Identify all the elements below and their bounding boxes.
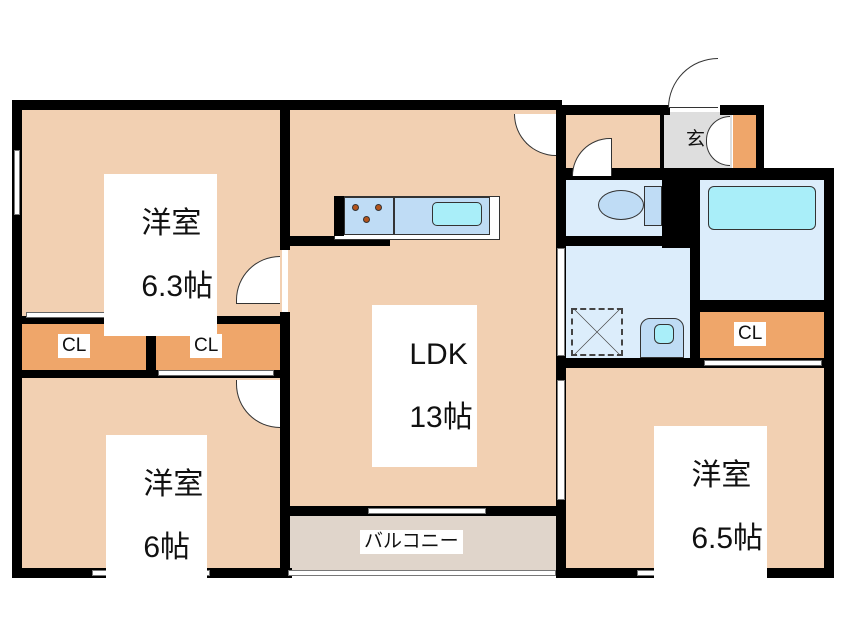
- room-size: 6帖: [143, 530, 191, 564]
- sliding-door: [557, 380, 565, 500]
- wall: [756, 105, 764, 175]
- entrance-label: 玄: [686, 129, 706, 150]
- wall: [690, 236, 700, 368]
- kitchen-wall: [334, 196, 344, 236]
- room-name: 洋室: [691, 458, 752, 492]
- wall: [146, 316, 156, 376]
- burner-icon: [375, 204, 382, 211]
- wall: [700, 300, 824, 312]
- wall: [660, 112, 664, 170]
- wash-basin-bowl: [654, 324, 674, 344]
- shoe-closet: [733, 112, 757, 170]
- wall: [566, 236, 690, 246]
- closet-door-strip: [704, 360, 822, 366]
- room-label-western-1: 洋室 6.3帖: [104, 174, 218, 336]
- room-size: 6.5帖: [691, 521, 764, 555]
- room-label-ldk: LDK 13帖: [372, 305, 477, 467]
- window: [288, 570, 556, 576]
- room-name: LDK: [409, 337, 468, 371]
- closet-label: CL: [58, 334, 91, 358]
- room-name: 洋室: [143, 467, 204, 501]
- entrance-door[interactable]: [668, 58, 718, 108]
- sliding-door: [557, 248, 565, 356]
- burner-icon: [352, 204, 359, 211]
- wall: [12, 100, 22, 578]
- closet-label: CL: [190, 334, 223, 358]
- stove: [344, 197, 394, 235]
- window: [14, 150, 20, 215]
- closet-label: CL: [734, 322, 767, 346]
- wall: [280, 372, 290, 578]
- toilet-icon: [598, 190, 644, 220]
- room-name: 洋室: [141, 206, 202, 240]
- wall: [662, 172, 700, 248]
- window: [368, 508, 486, 514]
- sink-basin: [432, 202, 482, 226]
- toilet-tank: [644, 186, 662, 226]
- wall: [20, 370, 290, 378]
- washing-machine-space: [571, 308, 623, 356]
- room-label-western-3: 洋室 6.5帖: [654, 426, 768, 588]
- room-size: 6.3帖: [141, 269, 214, 303]
- burner-icon: [363, 216, 370, 223]
- room-size: 13帖: [409, 400, 473, 434]
- bathtub-icon: [708, 186, 816, 230]
- balcony-label: バルコニー: [360, 530, 463, 554]
- room-label-western-2: 洋室 6帖: [106, 435, 208, 597]
- wall: [566, 358, 824, 368]
- wall: [560, 105, 670, 115]
- wall: [720, 105, 760, 115]
- closet-door-strip: [158, 370, 274, 376]
- wall: [824, 168, 834, 578]
- wall: [280, 312, 290, 372]
- wall: [280, 236, 390, 246]
- wall: [280, 100, 290, 250]
